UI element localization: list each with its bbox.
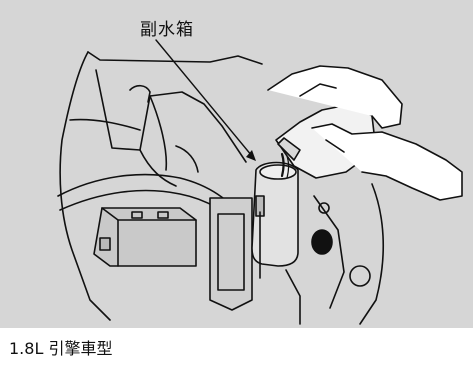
right-hand: [311, 123, 463, 201]
callout-arrowhead: [246, 150, 256, 161]
mount-bracket: [209, 197, 253, 311]
frame-outline: [87, 51, 263, 65]
figure-caption: 1.8L 引擎車型: [0, 328, 473, 366]
caption-text: 1.8L 引擎車型: [9, 339, 113, 358]
callout-label: 副水箱: [140, 20, 194, 40]
strut-outline: [359, 183, 384, 325]
callout-leader-line: [155, 39, 253, 157]
relay-box: [93, 207, 197, 267]
coolant-reservoir: [251, 161, 299, 267]
hose-clamp: [175, 145, 199, 173]
reservoir-filler-neck: [259, 164, 297, 180]
left-hand: [267, 65, 403, 129]
engine-bay-illustration: [0, 0, 473, 328]
coolant-stream: [280, 152, 285, 178]
mount-hole: [311, 229, 333, 255]
